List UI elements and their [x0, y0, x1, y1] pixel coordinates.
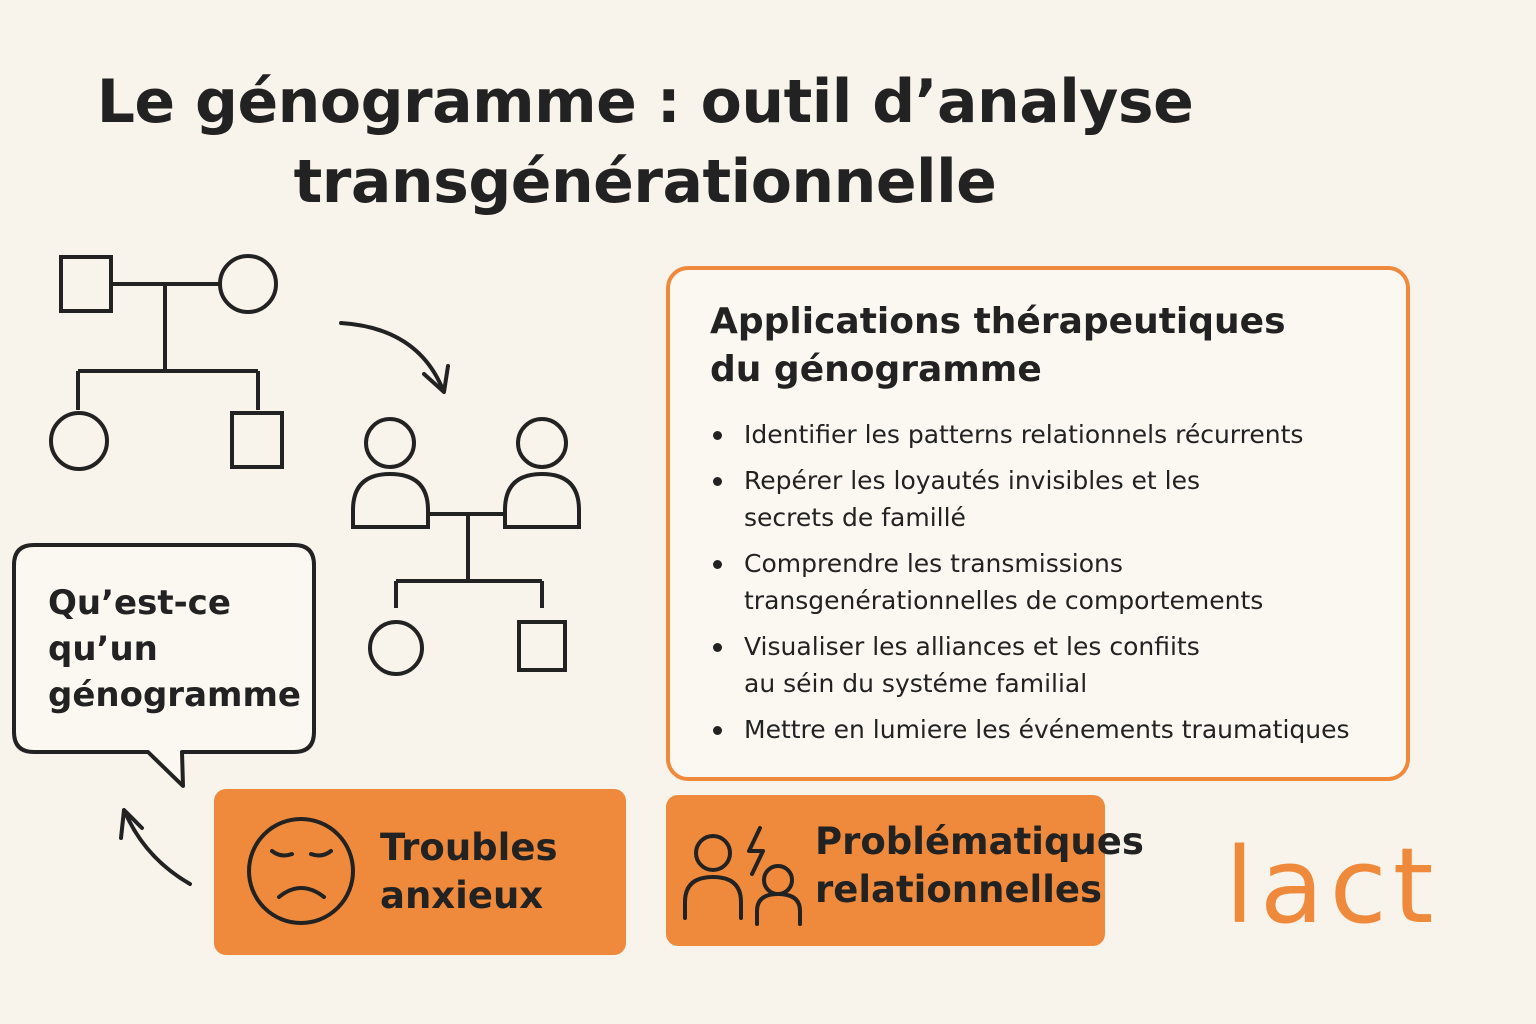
- applications-title-line-1: Applications thérapeutiques: [710, 301, 1286, 342]
- title-line-1: Le génogramme : outil d’analyse: [96, 67, 1194, 137]
- sad-face-icon: [247, 817, 355, 925]
- applications-title-line-2: du génogramme: [710, 349, 1042, 390]
- list-item-line: secrets de famillé: [744, 503, 966, 532]
- person-icon: [503, 417, 581, 529]
- list-item-line: Visualiser les alliances et les confiits: [744, 632, 1200, 661]
- relational-line-2: relationnelles: [815, 868, 1103, 911]
- speech-bubble: [12, 543, 316, 788]
- child-circle-icon: [49, 411, 109, 471]
- list-item-line: Identifier les patterns relationnels réc…: [744, 420, 1304, 449]
- list-item-line: transgenérationnelles de comportements: [744, 586, 1264, 615]
- problematiques-relationnelles-label: Problématiques relationnelles: [815, 818, 1144, 914]
- male-square-icon: [59, 255, 113, 313]
- list-item-line: au séin du systéme familial: [744, 669, 1088, 698]
- list-item-line: Mettre en lumiere les événements traumat…: [744, 715, 1350, 744]
- female-circle-icon: [218, 254, 278, 314]
- child-circle-icon: [368, 620, 424, 676]
- list-item: Comprendre les transmissions transgenéra…: [710, 545, 1390, 619]
- troubles-anxieux-box: [214, 789, 626, 955]
- child-square-icon: [230, 411, 284, 469]
- list-item: Visualiser les alliances et les confiits…: [710, 628, 1390, 702]
- troubles-anxieux-label: Troubles anxieux: [380, 824, 557, 920]
- people-conflict-icon: [683, 826, 802, 926]
- bubble-line-3: génogramme: [48, 675, 301, 715]
- lact-logo: lact: [1225, 825, 1440, 947]
- bubble-line-1: Qu’est-ce: [48, 583, 231, 623]
- list-item: Repérer les loyautés invisibles et les s…: [710, 462, 1390, 536]
- anxiety-line-1: Troubles: [380, 826, 558, 869]
- problematiques-relationnelles-box: [666, 795, 1105, 946]
- applications-title: Applications thérapeutiques du génogramm…: [710, 298, 1370, 394]
- list-item-line: Repérer les loyautés invisibles et les: [744, 466, 1201, 495]
- anxiety-line-2: anxieux: [380, 874, 544, 917]
- list-item: Mettre en lumiere les événements traumat…: [710, 711, 1390, 748]
- list-item: Identifier les patterns relationnels réc…: [710, 416, 1390, 453]
- genogram-symbols: [49, 254, 284, 471]
- page-title: Le génogramme : outil d’analyse transgén…: [80, 62, 1210, 222]
- list-item-line: Comprendre les transmissions: [744, 549, 1123, 578]
- applications-list: Identifier les patterns relationnels réc…: [710, 416, 1390, 757]
- curved-arrow-icon: [339, 321, 450, 394]
- relational-line-1: Problématiques: [815, 820, 1144, 863]
- person-icon: [351, 417, 430, 529]
- title-line-2: transgénérationnelle: [293, 147, 997, 217]
- bubble-question: Qu’est-ce qu’un génogramme: [48, 580, 308, 718]
- return-arrow-icon: [119, 808, 192, 886]
- child-square-icon: [517, 620, 567, 672]
- applications-panel: [666, 266, 1410, 781]
- genogram-people: [351, 417, 581, 676]
- bubble-line-2: qu’un: [48, 629, 158, 669]
